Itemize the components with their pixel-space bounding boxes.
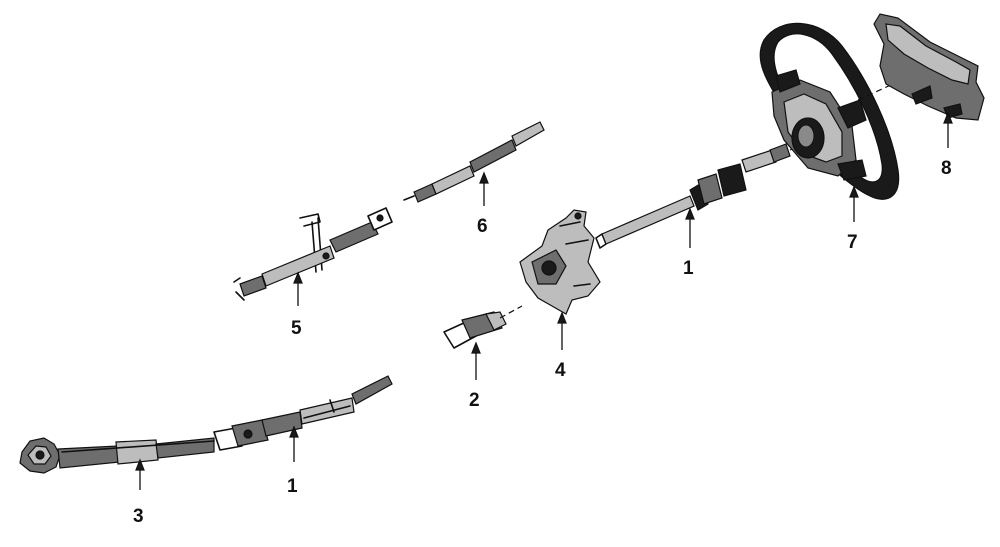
part-6-shift-rod <box>403 121 545 203</box>
callout-8: 8 <box>941 158 952 179</box>
part-4-column-bracket <box>519 209 601 315</box>
part-7-steering-wheel <box>759 22 900 200</box>
callout-1-upper: 1 <box>683 258 694 279</box>
callout-3: 3 <box>133 506 144 527</box>
callout-6: 6 <box>477 216 488 237</box>
part-3-lower-shaft <box>19 437 215 474</box>
part-1-upper-shaft <box>595 137 819 249</box>
u-joint-lower <box>213 419 269 451</box>
callout-labels: 3 1 2 4 5 6 1 7 8 <box>133 158 952 527</box>
leader-lines <box>135 111 953 490</box>
part-2-ignition-switch <box>443 305 523 349</box>
part-5-shift-linkage <box>233 207 393 301</box>
part-8-wheel-cover <box>873 13 985 121</box>
callout-4: 4 <box>555 360 566 381</box>
callout-5: 5 <box>291 318 302 339</box>
callout-2: 2 <box>469 390 480 411</box>
callout-1-lower: 1 <box>287 476 298 497</box>
part-1-lower-shaft <box>261 375 393 437</box>
callout-7: 7 <box>847 232 858 253</box>
